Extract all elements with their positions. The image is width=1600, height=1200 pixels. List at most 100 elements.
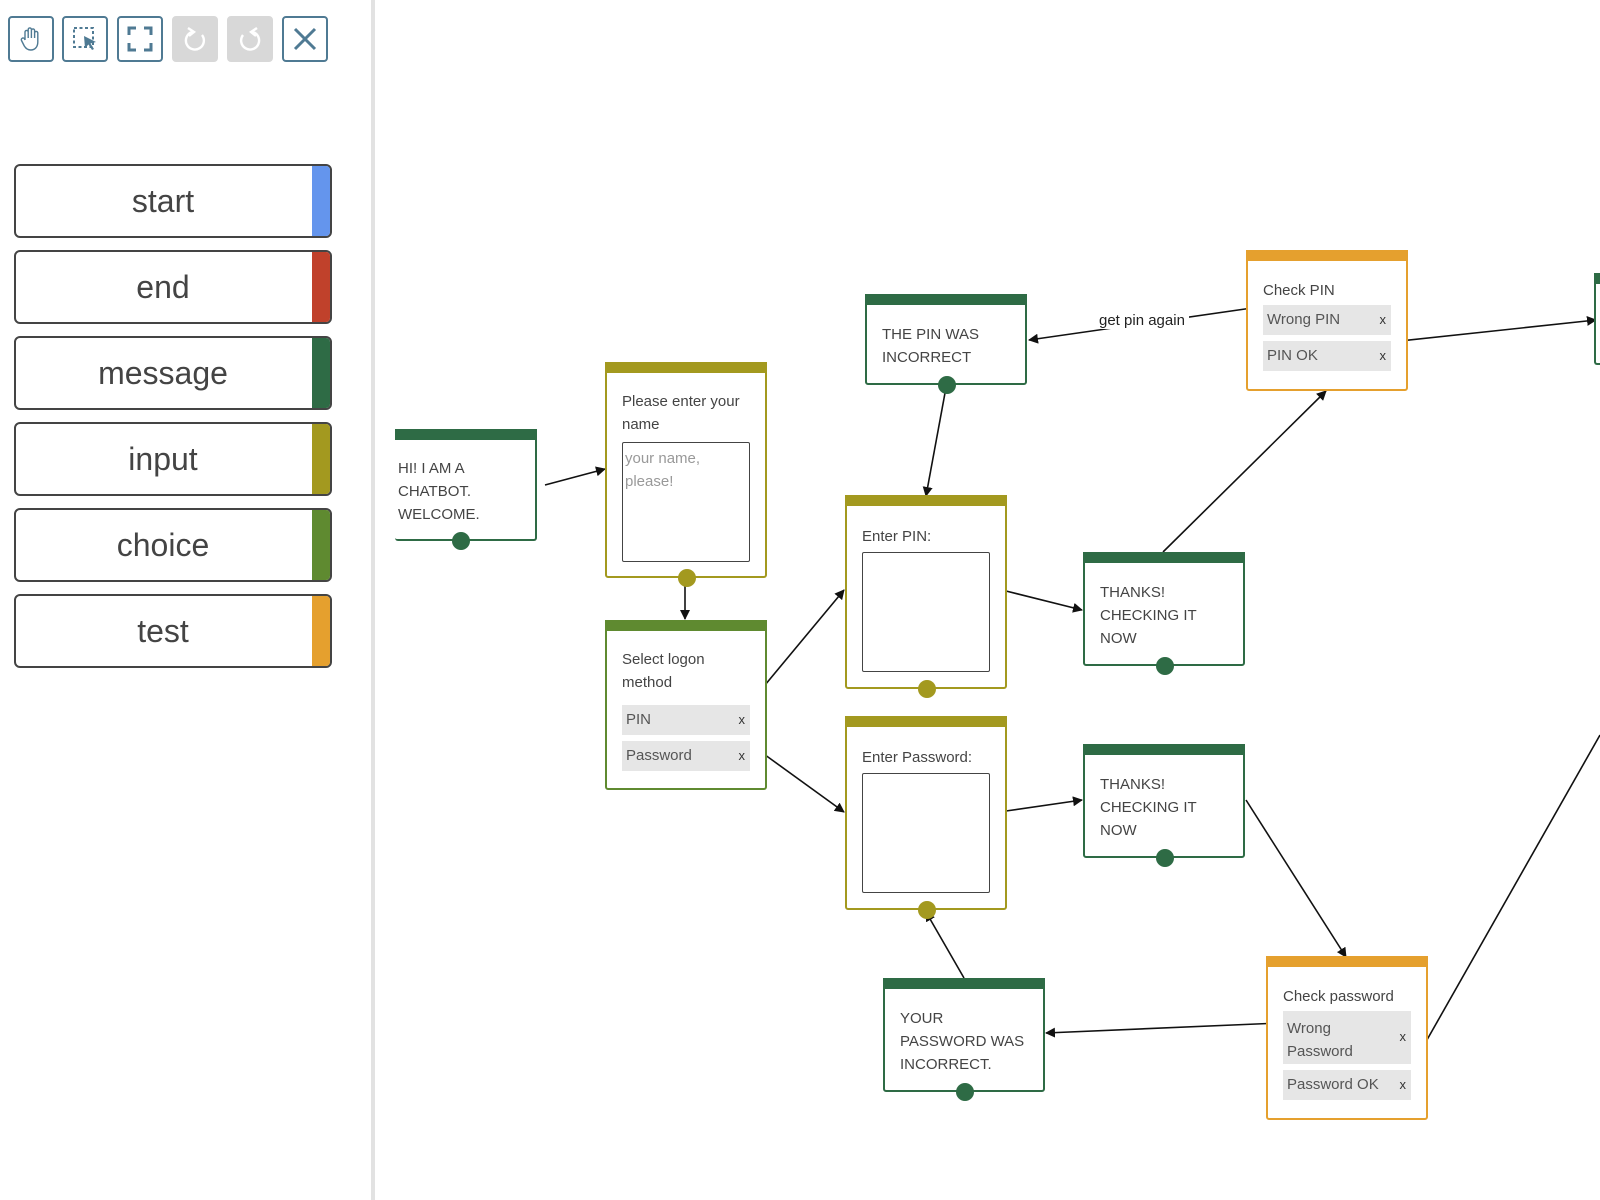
remove-option-button[interactable]: x xyxy=(738,748,746,763)
undo-icon xyxy=(184,27,206,51)
edge-wrong-password-to-password-incorrect xyxy=(1045,1022,1281,1038)
edge-pin-incorrect-to-enter-pin xyxy=(922,392,946,497)
redo-icon xyxy=(239,27,261,51)
choice-option-password[interactable]: Password x xyxy=(622,741,750,771)
test-title: Check password xyxy=(1283,988,1394,1005)
option-label: Password OK xyxy=(1287,1076,1379,1093)
output-port[interactable] xyxy=(938,376,956,394)
test-option-wrong-pin[interactable]: Wrong PIN x xyxy=(1263,305,1391,335)
output-port[interactable] xyxy=(918,901,936,919)
message-text: THANKS! CHECKING IT NOW xyxy=(1100,584,1197,647)
message-node-password-incorrect[interactable]: YOUR PASSWORD WAS INCORRECT. xyxy=(883,978,1045,1101)
name-input-field[interactable]: your name, please! xyxy=(622,442,750,562)
palette-item-input[interactable]: input xyxy=(14,422,332,496)
option-label: PIN xyxy=(626,711,652,728)
pin-input-field[interactable] xyxy=(862,552,990,672)
remove-option-button[interactable]: x xyxy=(1399,1077,1407,1092)
edge-thanks-to-check-pin xyxy=(1162,390,1327,553)
message-text: YOUR PASSWORD WAS INCORRECT. xyxy=(900,1010,1025,1073)
close-icon xyxy=(293,27,317,51)
output-port[interactable] xyxy=(678,569,696,587)
test-node-check-password[interactable]: Check password Wrong Password x Password… xyxy=(1266,956,1428,1120)
remove-option-button[interactable]: x xyxy=(738,712,746,727)
edge-password-ok-to-offscreen xyxy=(1410,734,1600,1069)
palette-item-label: test xyxy=(137,612,189,649)
output-port[interactable] xyxy=(1156,657,1174,675)
palette-item-label: choice xyxy=(116,526,210,563)
test-option-pin-ok[interactable]: PIN OK x xyxy=(1263,341,1391,371)
palette-item-test[interactable]: test xyxy=(14,594,332,668)
test-node-check-pin[interactable]: Check PIN Wrong PIN x PIN OK x xyxy=(1246,250,1408,391)
choice-node-logon-method[interactable]: Select logon method PIN x Password x xyxy=(605,620,767,790)
option-label: Password xyxy=(626,747,692,764)
remove-option-button[interactable]: x xyxy=(1379,348,1387,363)
output-port[interactable] xyxy=(956,1083,974,1101)
node-header-bar xyxy=(845,495,1007,506)
palette-item-choice[interactable]: choice xyxy=(14,508,332,582)
message-node-thanks-password[interactable]: THANKS! CHECKING IT NOW xyxy=(1083,744,1245,867)
node-header-bar xyxy=(605,362,767,373)
edge-thanks-to-check-password xyxy=(1245,799,1347,958)
option-label: Wrong Password xyxy=(1287,1020,1353,1060)
palette-item-label: input xyxy=(128,440,198,477)
input-prompt: Enter PIN: xyxy=(862,528,932,545)
node-header-bar xyxy=(1246,250,1408,261)
select-area-icon xyxy=(73,27,96,50)
edge-enter-pin-to-thanks xyxy=(1005,590,1083,613)
option-label: PIN OK xyxy=(1267,347,1318,364)
redo-button[interactable] xyxy=(227,16,273,62)
message-node-welcome[interactable]: HI! I AM A CHATBOT. WELCOME. xyxy=(395,429,537,550)
palette-color-swatch xyxy=(312,166,330,236)
input-node-name[interactable]: Please enter your name your name, please… xyxy=(605,362,767,587)
pan-tool-button[interactable] xyxy=(8,16,54,62)
palette-item-end[interactable]: end xyxy=(14,250,332,324)
node-header-bar xyxy=(883,978,1045,989)
output-port[interactable] xyxy=(918,680,936,698)
fit-view-button[interactable] xyxy=(117,16,163,62)
remove-option-button[interactable]: x xyxy=(1399,1029,1407,1044)
password-input-field[interactable] xyxy=(862,773,990,893)
node-header-bar xyxy=(1083,744,1245,755)
input-prompt: Please enter your name xyxy=(622,393,740,433)
node-header-bar xyxy=(395,429,537,440)
select-tool-button[interactable] xyxy=(62,16,108,62)
close-button[interactable] xyxy=(282,16,328,62)
palette-item-label: start xyxy=(131,182,195,219)
flow-canvas[interactable]: HI! I AM A CHATBOT. WELCOME. Please ente… xyxy=(375,0,1600,1200)
output-port[interactable] xyxy=(452,532,470,550)
choice-option-pin[interactable]: PIN x xyxy=(622,705,750,735)
offscreen-node[interactable] xyxy=(1594,273,1600,365)
output-port[interactable] xyxy=(1156,849,1174,867)
edge-pin-ok-to-offscreen xyxy=(1390,315,1597,343)
option-label: Wrong PIN xyxy=(1267,311,1341,328)
palette-color-swatch xyxy=(312,596,330,666)
message-node-thanks-pin[interactable]: THANKS! CHECKING IT NOW xyxy=(1083,552,1245,675)
node-header-bar xyxy=(845,716,1007,727)
input-node-enter-password[interactable]: Enter Password: xyxy=(845,716,1007,919)
undo-button[interactable] xyxy=(172,16,218,62)
palette-item-start[interactable]: start xyxy=(14,164,332,238)
palette-item-label: message xyxy=(98,354,228,391)
node-header-bar xyxy=(605,620,767,631)
palette-color-swatch xyxy=(312,338,330,408)
node-header-bar xyxy=(1594,273,1600,284)
fullscreen-icon xyxy=(127,26,153,52)
hand-icon xyxy=(20,27,39,51)
test-option-wrong-password[interactable]: Wrong Password x xyxy=(1283,1011,1411,1064)
test-title: Check PIN xyxy=(1263,282,1335,299)
test-option-password-ok[interactable]: Password OK x xyxy=(1283,1070,1411,1100)
input-prompt: Enter Password: xyxy=(862,749,973,766)
remove-option-button[interactable]: x xyxy=(1379,312,1387,327)
message-text: THANKS! CHECKING IT NOW xyxy=(1100,776,1197,839)
message-node-pin-incorrect[interactable]: THE PIN WAS INCORRECT xyxy=(865,294,1027,394)
node-header-bar xyxy=(865,294,1027,305)
message-text: HI! I AM A CHATBOT. WELCOME. xyxy=(398,460,480,523)
edge-enter-password-to-thanks xyxy=(1005,796,1083,812)
palette-item-message[interactable]: message xyxy=(14,336,332,410)
palette-item-label: end xyxy=(136,268,190,305)
edge-password-incorrect-to-enter-password xyxy=(925,911,965,979)
message-text: THE PIN WAS INCORRECT xyxy=(882,326,979,366)
input-node-enter-pin[interactable]: Enter PIN: xyxy=(845,495,1007,698)
palette-color-swatch xyxy=(312,424,330,494)
palette-color-swatch xyxy=(312,510,330,580)
